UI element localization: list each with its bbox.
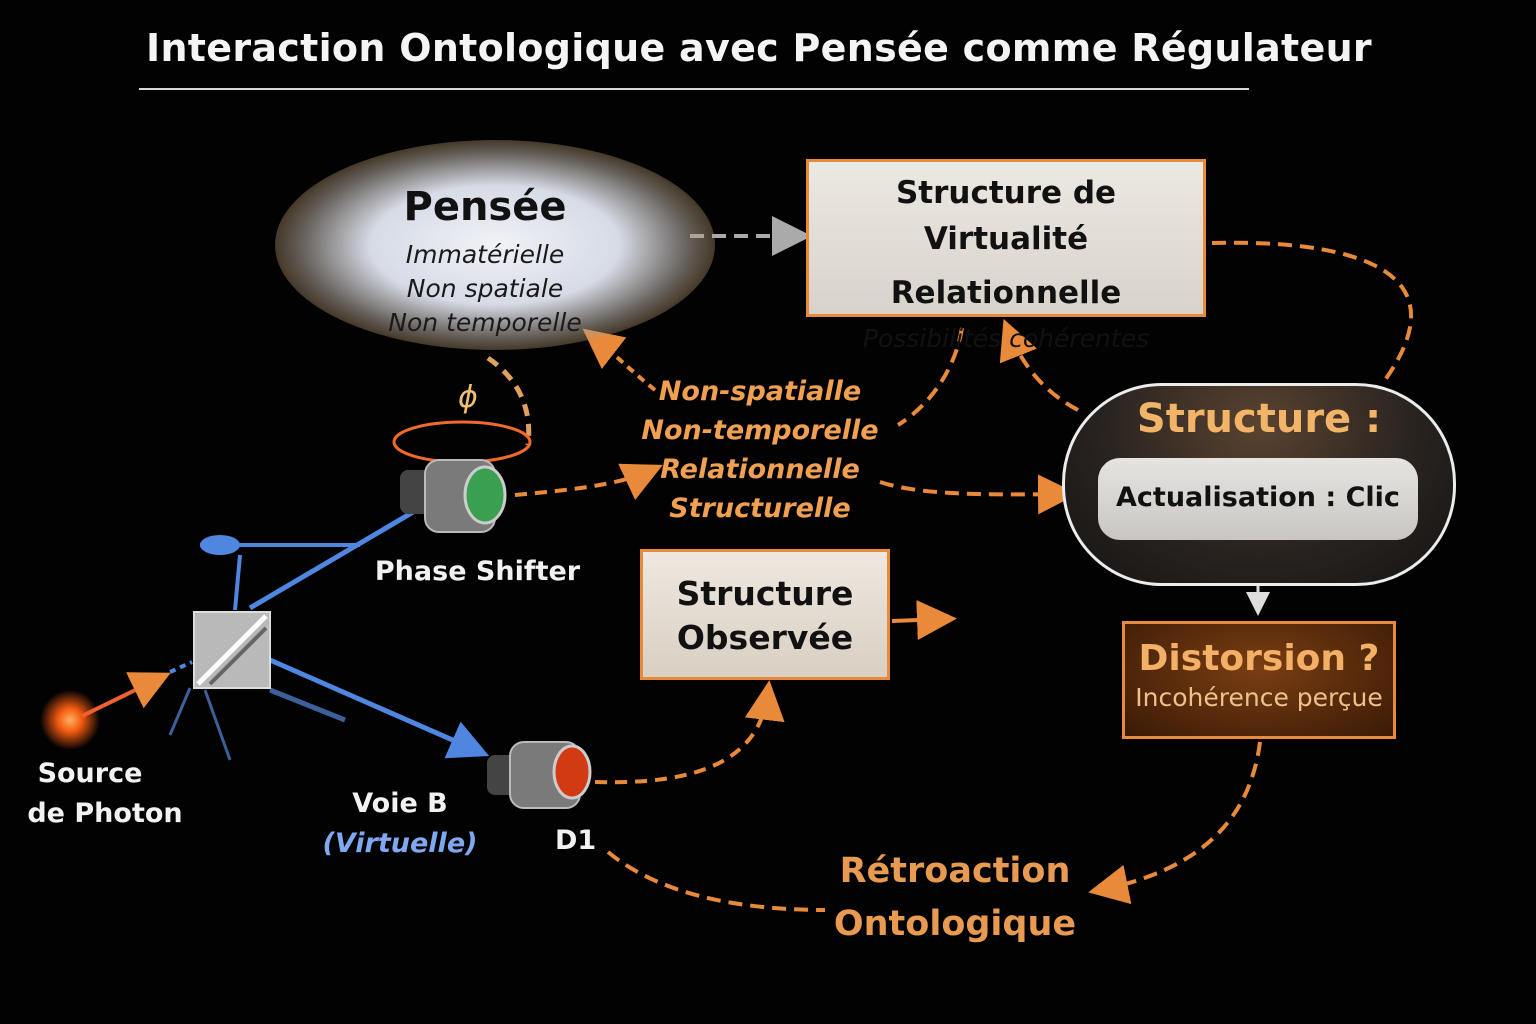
source-line-1: Source: [37, 758, 143, 789]
properties-structure-arrow: [879, 474, 1078, 515]
photon-arrow: [81, 660, 193, 718]
d1-to-observee-arrow: [594, 680, 785, 785]
diagram-title: Interaction Ontologique avec Pensée comm…: [146, 26, 1372, 70]
structure-title: Structure :: [1136, 396, 1382, 442]
d1-to-retroaction-arrow: [606, 850, 826, 912]
phase-to-properties-arrow: [514, 463, 663, 500]
property-item: Non-temporelle: [641, 415, 879, 446]
voie-b-line-1: Voie B: [352, 788, 448, 819]
virtualite-loop-arrow: [1211, 240, 1413, 382]
distorsion-to-retroaction-arrow: [1088, 741, 1262, 905]
detector-label: D1: [555, 825, 597, 856]
distorsion-box: Distorsion ? Incohérence perçue: [1122, 621, 1396, 739]
voie-b-label: Voie B (Virtuelle): [300, 784, 500, 864]
observee-line-2: Observée: [676, 618, 854, 657]
pensee-title: Pensée: [403, 184, 567, 230]
properties-to-pensee-arrow: [582, 328, 657, 392]
actualisation-box: Actualisation : Clic: [1098, 458, 1418, 540]
pensee-to-phase-arrow: [486, 355, 532, 446]
distorsion-title: Distorsion ?: [1138, 638, 1380, 679]
title-divider: [139, 88, 1249, 90]
virtualite-title-2: Relationnelle: [890, 275, 1122, 311]
photon-source-glow: [40, 690, 100, 750]
observee-line-1: Structure: [676, 574, 854, 613]
property-item: Relationnelle: [660, 454, 860, 485]
property-item: Structurelle: [669, 493, 851, 524]
pensee-line: Non spatiale: [406, 274, 564, 303]
detector-d1-device: [487, 741, 592, 809]
beam-upper: [200, 505, 422, 611]
observee-out-arrow: [891, 600, 957, 641]
virtualite-box: Structure de Virtualité Relationnelle Po…: [806, 159, 1206, 353]
source-label: Source de Photon: [10, 754, 200, 834]
retroaction-line-1: Rétroaction: [839, 851, 1071, 891]
structure-observee-box: Structure Observée: [640, 549, 890, 680]
pensee-line: Immatérielle: [405, 240, 565, 269]
properties-list: Non-spatialle Non-temporelle Relationnel…: [620, 372, 900, 528]
phase-rotation-arrow: [392, 420, 532, 464]
distorsion-subtitle: Incohérence perçue: [1135, 683, 1383, 712]
property-item: Non-spatialle: [658, 376, 862, 407]
virtualite-title-1: Structure de Virtualité: [895, 175, 1117, 257]
phi-symbol: ϕ: [458, 380, 478, 415]
voie-b-line-2: (Virtuelle): [322, 828, 478, 859]
phase-shifter-device: [400, 459, 507, 533]
phase-shifter-label: Phase Shifter: [374, 556, 581, 587]
retroaction-label: Rétroaction Ontologique: [800, 845, 1110, 951]
source-line-2: de Photon: [27, 798, 183, 829]
virtualite-subtitle: Possibilités cohérentes: [862, 324, 1150, 353]
retroaction-line-2: Ontologique: [833, 904, 1077, 944]
beam-splitter: [193, 611, 271, 689]
beam-lower: [168, 657, 490, 761]
structure-to-virtualite-arrow: [999, 318, 1079, 412]
pensee-cloud: [275, 140, 715, 350]
pensee-line: Non temporelle: [388, 308, 582, 337]
